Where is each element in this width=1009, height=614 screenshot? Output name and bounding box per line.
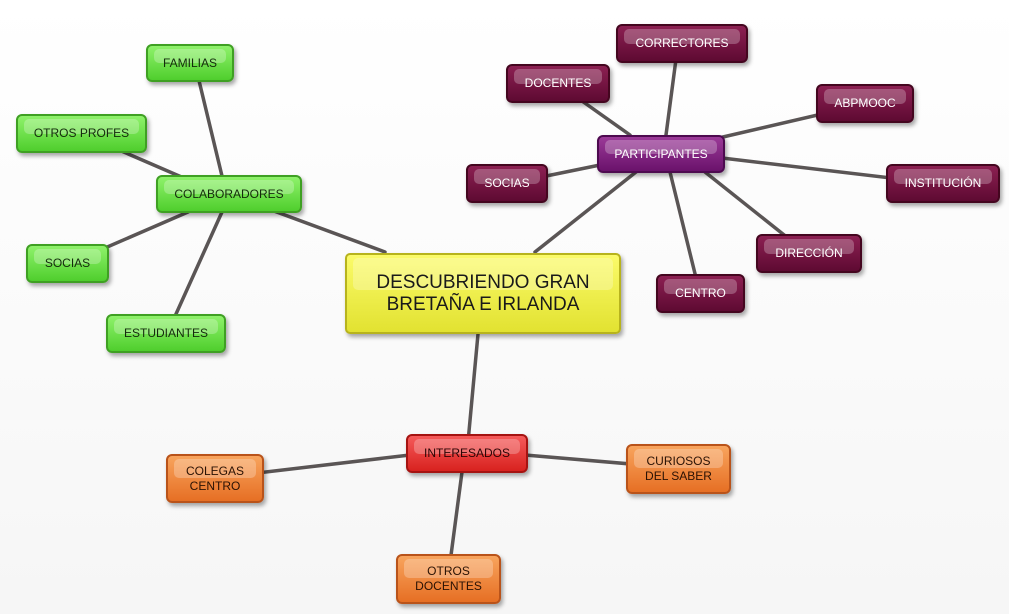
edge-central-interesados [465,332,480,455]
familias-label: FAMILIAS [162,55,218,70]
direccion-label: DIRECCIÓN [775,246,843,260]
interesados-label: INTERESADOS [423,446,510,460]
institucion-label: INSTITUCIÓN [904,176,982,190]
socias-colaboradores-node[interactable]: SOCIAS [26,244,109,283]
participantes-node[interactable]: PARTICIPANTES [597,135,725,173]
curiosos-del-saber-label: CURIOSOS DEL SABER [645,454,712,483]
correctores-node[interactable]: CORRECTORES [616,24,748,63]
centro-label: CENTRO [675,286,726,300]
abpmooc-node[interactable]: ABPMOOC [816,84,914,123]
docentes-label: DOCENTES [524,76,592,90]
colegas-centro-node[interactable]: COLEGAS CENTRO [166,454,264,503]
interesados-node[interactable]: INTERESADOS [406,434,528,473]
edge-colaboradores-estudiantes [165,210,224,336]
correctores-label: CORRECTORES [635,36,729,50]
otros-profes-label: OTROS PROFES [33,126,130,140]
estudiantes-label: ESTUDIANTES [123,326,208,340]
edge-colaboradores-familias [193,62,224,178]
central-topic-label: DESCUBRIENDO GRAN BRETAÑA E IRLANDA [376,271,590,315]
socias-participantes-label: SOCIAS [484,176,530,190]
centro-node[interactable]: CENTRO [656,274,745,313]
central-topic[interactable]: DESCUBRIENDO GRAN BRETAÑA E IRLANDA [345,253,621,334]
otros-profes-node[interactable]: OTROS PROFES [16,114,147,153]
colegas-centro-label: COLEGAS CENTRO [185,463,245,493]
curiosos-del-saber-node[interactable]: CURIOSOS DEL SABER [626,444,731,494]
direccion-node[interactable]: DIRECCIÓN [756,234,862,273]
otros-docentes-node[interactable]: OTROS DOCENTES [396,554,501,604]
colaboradores-node[interactable]: COLABORADORES [156,175,302,213]
edge-participantes-centro [668,170,702,296]
socias-participantes-node[interactable]: SOCIAS [466,164,548,203]
familias-node[interactable]: FAMILIAS [146,44,234,82]
docentes-node[interactable]: DOCENTES [506,64,610,103]
participantes-label: PARTICIPANTES [614,146,708,161]
otros-docentes-label: OTROS DOCENTES [415,564,482,593]
institucion-node[interactable]: INSTITUCIÓN [886,164,1000,203]
abpmooc-label: ABPMOOC [834,96,896,110]
estudiantes-node[interactable]: ESTUDIANTES [106,314,226,353]
socias-colaboradores-label: SOCIAS [44,256,91,270]
colaboradores-label: COLABORADORES [174,186,284,201]
